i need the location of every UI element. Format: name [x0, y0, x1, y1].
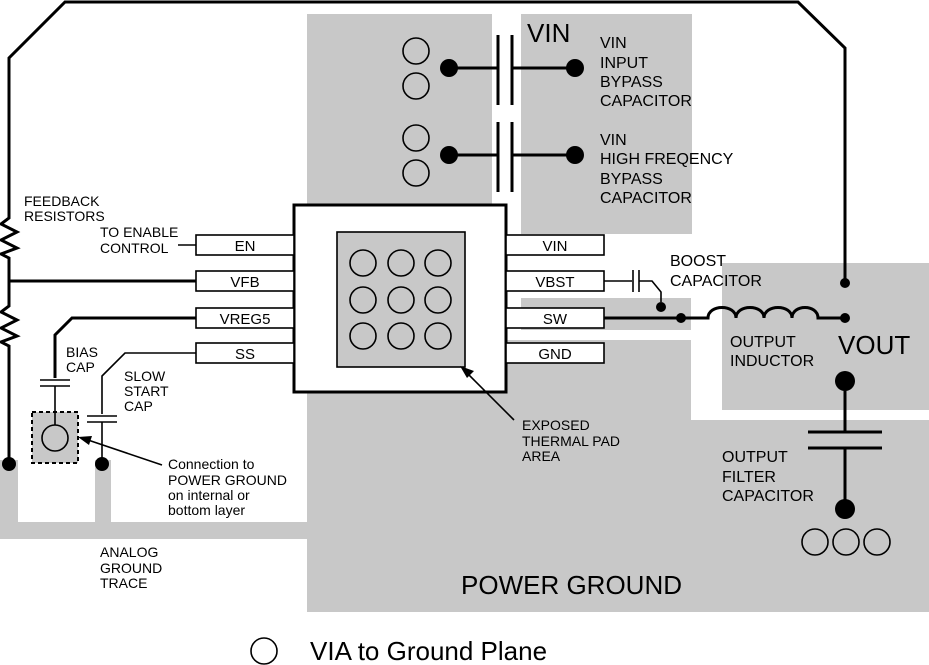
- pad-dot: [840, 278, 850, 288]
- vout-title: VOUT: [838, 330, 910, 360]
- via-circle-icon: [424, 286, 452, 314]
- vin-copper: [521, 14, 692, 234]
- analog-ground-label: ANALOG GROUND TRACE: [100, 544, 166, 591]
- via-circle-icon: [402, 124, 430, 152]
- pad-dot: [835, 499, 855, 519]
- via-circle-icon: [349, 322, 377, 350]
- vreg5-trace: [53, 316, 196, 378]
- pin-label-vreg5: VREG5: [220, 311, 271, 328]
- connection-label: Connection to POWER GROUND on internal o…: [168, 456, 291, 518]
- pad-dot: [566, 146, 584, 164]
- pin-label-ss: SS: [235, 346, 255, 363]
- vout-copper: [722, 263, 929, 410]
- via-circle-icon: [349, 249, 377, 277]
- pin-label-en: EN: [235, 238, 256, 255]
- via-circle-icon: [402, 159, 430, 187]
- via-circle-icon: [349, 286, 377, 314]
- left-pins: EN VFB VREG5 SS: [195, 234, 295, 364]
- pin-label-vin: VIN: [542, 238, 567, 255]
- feedback-resistor-top-icon: [0, 200, 21, 300]
- pin-label-vfb: VFB: [230, 274, 259, 291]
- via-circle-icon: [41, 424, 69, 452]
- output-inductor-label: OUTPUT INDUCTOR: [730, 334, 814, 370]
- pad-dot: [840, 313, 850, 323]
- via-circle-icon: [801, 528, 829, 556]
- analog-ground-trace: [0, 460, 307, 539]
- via-circle-icon: [402, 37, 430, 65]
- ss-trace: [101, 352, 196, 414]
- arrow-head-icon: [460, 366, 474, 378]
- pin-gnd: [505, 342, 605, 364]
- via-circle-icon: [832, 528, 860, 556]
- via-circle-icon: [387, 322, 415, 350]
- via-circle-icon: [250, 637, 278, 665]
- via-circle-icon: [863, 528, 891, 556]
- pin-vin: [505, 234, 605, 256]
- right-pins: VIN VBST SW GND: [505, 234, 605, 364]
- pin-label-gnd: GND: [538, 346, 572, 363]
- copper-areas: [0, 14, 929, 612]
- pad-dot: [656, 302, 666, 312]
- labels: VIN VOUT VIN INPUT BYPASS CAPACITOR VIN …: [24, 18, 910, 600]
- enable-label: TO ENABLE CONTROL: [100, 224, 182, 256]
- via-circle-icon: [387, 249, 415, 277]
- analog-ground-dot: [2, 457, 16, 471]
- vin-hf-cap-label: VIN HIGH FREQENCY BYPASS CAPACITOR: [600, 132, 738, 207]
- inductor-coil-icon: [681, 306, 845, 320]
- pad-dot: [566, 59, 584, 77]
- vin-title: VIN: [527, 18, 570, 48]
- output-filter-label: OUTPUT FILTER CAPACITOR: [722, 449, 814, 505]
- slow-start-label: SLOW START CAP: [124, 368, 172, 414]
- bias-cap-label: BIAS CAP: [66, 344, 102, 375]
- thermal-pad: [336, 231, 466, 368]
- via-circle-icon: [424, 249, 452, 277]
- via-circle-icon: [402, 72, 430, 100]
- arrow-head-icon: [78, 436, 92, 445]
- legend-text: VIA to Ground Plane: [310, 636, 547, 665]
- thermal-pad-label: EXPOSED THERMAL PAD AREA: [522, 417, 624, 464]
- power-ground-label: POWER GROUND: [461, 570, 682, 600]
- boost-trace: [639, 280, 662, 302]
- thermal-pad-leader: [465, 371, 515, 421]
- pin-label-vbst: VBST: [535, 274, 574, 291]
- analog-ground-dot: [95, 457, 109, 471]
- vin-input-cap-label: VIN INPUT BYPASS CAPACITOR: [600, 35, 692, 110]
- legend: VIA to Ground Plane: [250, 636, 547, 665]
- wiring: [0, 0, 891, 556]
- pad-dot: [835, 371, 855, 391]
- feedback-label: FEEDBACK RESISTORS: [24, 193, 105, 224]
- vout-sense-trace: [7, 0, 847, 280]
- connection-leader: [87, 439, 163, 466]
- via-circle-icon: [387, 286, 415, 314]
- thermal-pad-vias: [349, 249, 452, 350]
- power-ground-copper: [307, 340, 929, 612]
- boost-cap-label: BOOST CAPACITOR: [670, 253, 762, 290]
- feedback-resistor-bottom-icon: [0, 300, 21, 462]
- pin-label-sw: SW: [543, 311, 568, 328]
- via-circle-icon: [424, 322, 452, 350]
